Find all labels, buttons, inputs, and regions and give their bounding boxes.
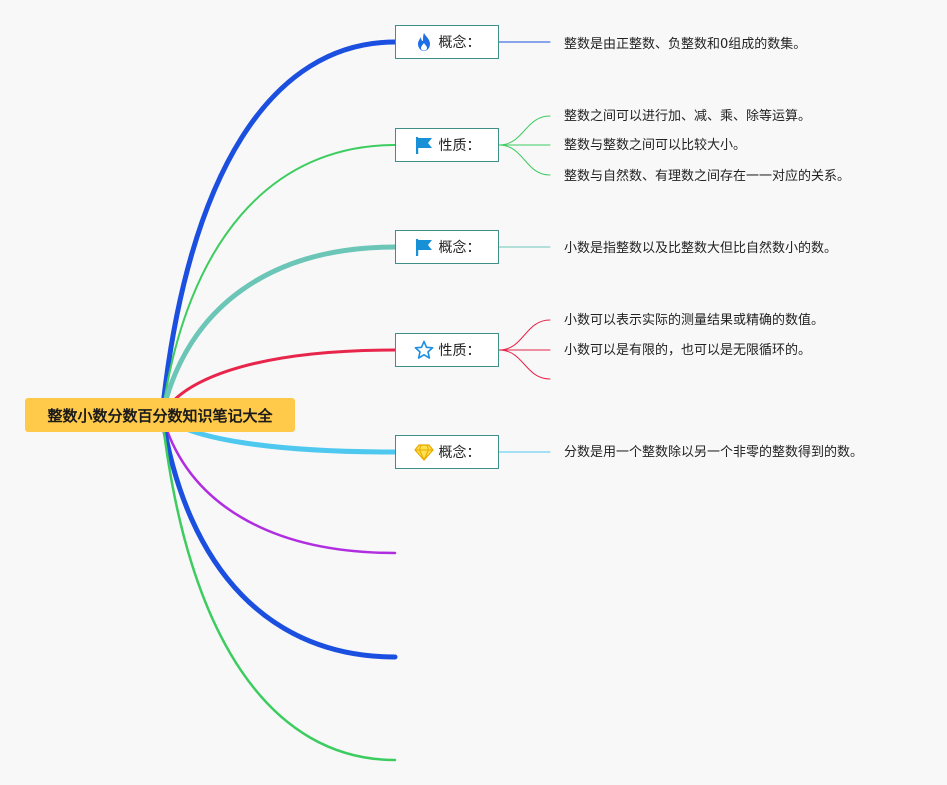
leaf-decimal-definition[interactable]: 小数是指整数以及比整数大但比自然数小的数。 (564, 241, 838, 256)
leaf-connector (498, 144, 551, 176)
topic-decimal-concept[interactable]: 概念： (395, 230, 499, 264)
topic-integer-concept[interactable]: 概念： (395, 25, 499, 59)
leaf-connector (498, 115, 551, 146)
topic-label: 性质： (438, 138, 481, 154)
branch-connector (160, 413, 397, 555)
leaf-integer-compare[interactable]: 整数与整数之间可以比较大小。 (564, 138, 747, 153)
topic-label: 概念： (438, 445, 481, 461)
flag-icon (414, 237, 434, 257)
topic-label: 性质： (438, 343, 481, 359)
branch-connector (159, 39, 398, 418)
leaf-integer-correspondence[interactable]: 整数与自然数、有理数之间存在一一对应的关系。 (564, 169, 851, 184)
leaf-integer-definition[interactable]: 整数是由正整数、负整数和0组成的数集。 (564, 37, 807, 52)
branch-connector (161, 144, 396, 416)
topic-fraction-concept[interactable]: 概念： (395, 435, 499, 469)
topic-label: 概念： (438, 35, 481, 51)
topic-label: 概念： (438, 240, 481, 256)
root-topic[interactable]: 整数小数分数百分数知识笔记大全 (25, 398, 295, 432)
leaf-connector (498, 349, 551, 380)
leaf-decimal-finite-infinite[interactable]: 小数可以是有限的，也可以是无限循环的。 (564, 343, 812, 358)
leaf-integer-operations[interactable]: 整数之间可以进行加、减、乘、除等运算。 (564, 109, 812, 124)
topic-decimal-properties[interactable]: 性质： (395, 333, 499, 367)
leaf-decimal-measurement[interactable]: 小数可以表示实际的测量结果或精确的数值。 (564, 313, 825, 328)
diamond-icon (413, 442, 434, 462)
branch-connector (159, 412, 398, 660)
root-topic-title: 整数小数分数百分数知识笔记大全 (47, 406, 273, 425)
leaf-connector (498, 319, 551, 351)
flag-icon (414, 135, 434, 155)
fire-icon (414, 32, 434, 52)
leaf-fraction-definition[interactable]: 分数是用一个整数除以另一个非零的整数得到的数。 (564, 445, 864, 460)
topic-integer-properties[interactable]: 性质： (395, 128, 499, 162)
branch-connector (159, 244, 398, 418)
branch-connector (160, 413, 397, 762)
star-icon (414, 340, 434, 360)
